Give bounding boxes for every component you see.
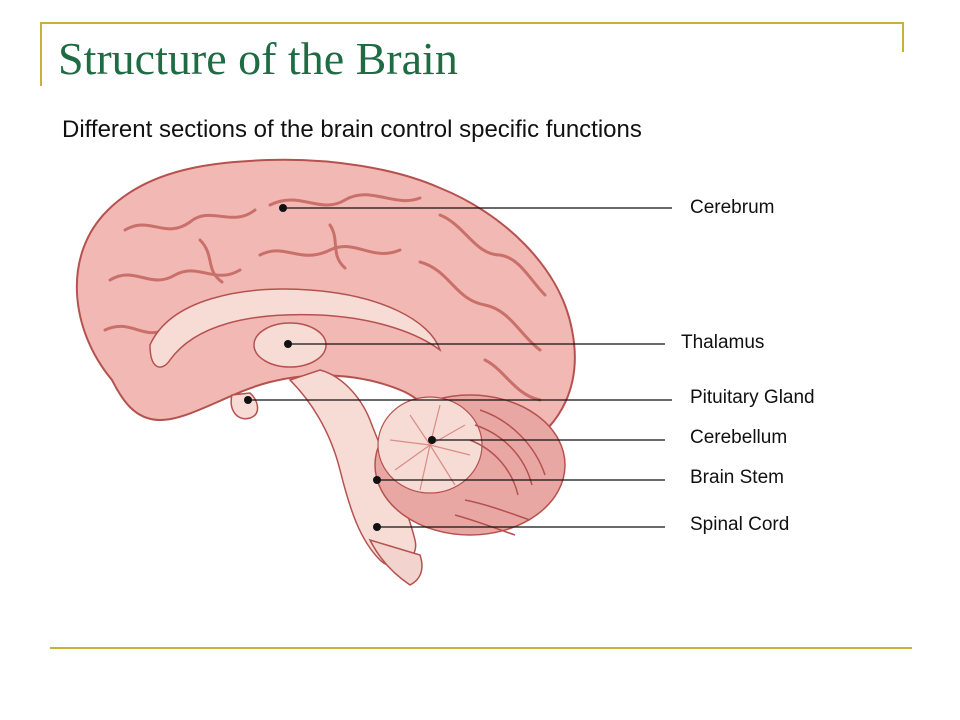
corpus-callosum-shape: [149, 288, 442, 368]
brain-illustration: [75, 158, 576, 586]
slide-title: Structure of the Brain: [58, 33, 458, 84]
cerebellum-shape: [374, 394, 566, 536]
spinal-cord-shape: [368, 538, 423, 586]
spinal-cord-dot: [373, 523, 381, 531]
pituitary-shape: [230, 392, 259, 420]
thalamus-label: Thalamus: [681, 332, 764, 353]
top-right-rule: [902, 22, 904, 52]
cerebellum-dot: [428, 436, 436, 444]
top-left-rule: [40, 22, 42, 86]
pituitary-label: Pituitary Gland: [690, 387, 815, 408]
bottom-rule: [50, 647, 912, 649]
brain-stem-label: Brain Stem: [690, 467, 784, 488]
thalamus-dot: [284, 340, 292, 348]
brain-stem-dot: [373, 476, 381, 484]
pituitary-dot: [244, 396, 252, 404]
slide-subtitle: Different sections of the brain control …: [62, 116, 642, 143]
spinal-cord-label: Spinal Cord: [690, 514, 789, 535]
callouts: [248, 207, 672, 528]
top-rule: [40, 22, 904, 24]
cerebrum-dot: [279, 204, 287, 212]
cerebrum-label: Cerebrum: [690, 197, 774, 218]
cerebellum-label: Cerebellum: [690, 427, 787, 448]
